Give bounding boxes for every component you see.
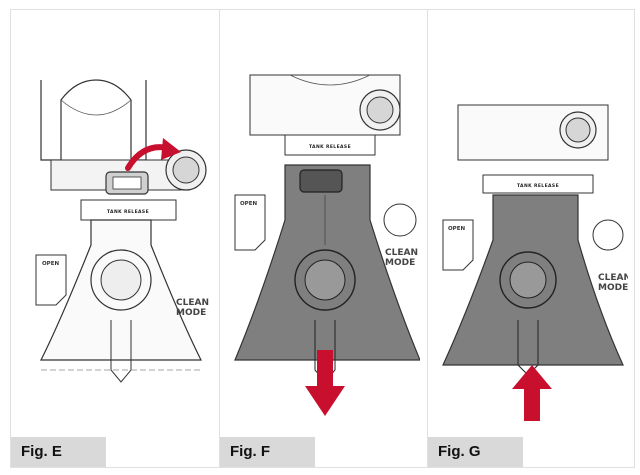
figure-caption-f: Fig. F: [220, 437, 315, 467]
figure-panel-f: TANK RELEASE OPEN CLEAN MODE Fig. F: [219, 9, 428, 468]
mode-label: MODE: [176, 308, 206, 318]
clean-label: CLEAN: [385, 248, 418, 258]
mode-label: MODE: [598, 283, 628, 293]
up-arrow-icon: [512, 365, 552, 421]
vacuum-illustration-f: TANK RELEASE OPEN CLEAN MODE: [230, 70, 420, 400]
tank-release-label: TANK RELEASE: [107, 209, 149, 215]
rotate-arrow-icon: [123, 138, 183, 178]
open-label: OPEN: [42, 261, 59, 267]
open-label: OPEN: [448, 226, 465, 232]
figure-caption-g: Fig. G: [428, 437, 523, 467]
down-arrow-icon: [305, 350, 345, 416]
vacuum-illustration-e: TANK RELEASE OPEN CLEAN MODE: [21, 70, 211, 400]
figure-caption-e: Fig. E: [11, 437, 106, 467]
clean-label: CLEAN: [598, 273, 628, 283]
mode-label: MODE: [385, 258, 415, 268]
figure-panel-g: TANK RELEASE OPEN CLEAN MODE Fig. G: [427, 9, 635, 468]
clean-label: CLEAN: [176, 298, 209, 308]
open-label: OPEN: [240, 201, 257, 207]
vacuum-illustration-g: TANK RELEASE OPEN CLEAN MODE: [438, 100, 628, 400]
tank-release-label: TANK RELEASE: [517, 183, 559, 189]
figure-panel-e: TANK RELEASE OPEN CLEAN MODE Fig. E: [10, 9, 220, 468]
tank-release-label: TANK RELEASE: [309, 144, 351, 150]
